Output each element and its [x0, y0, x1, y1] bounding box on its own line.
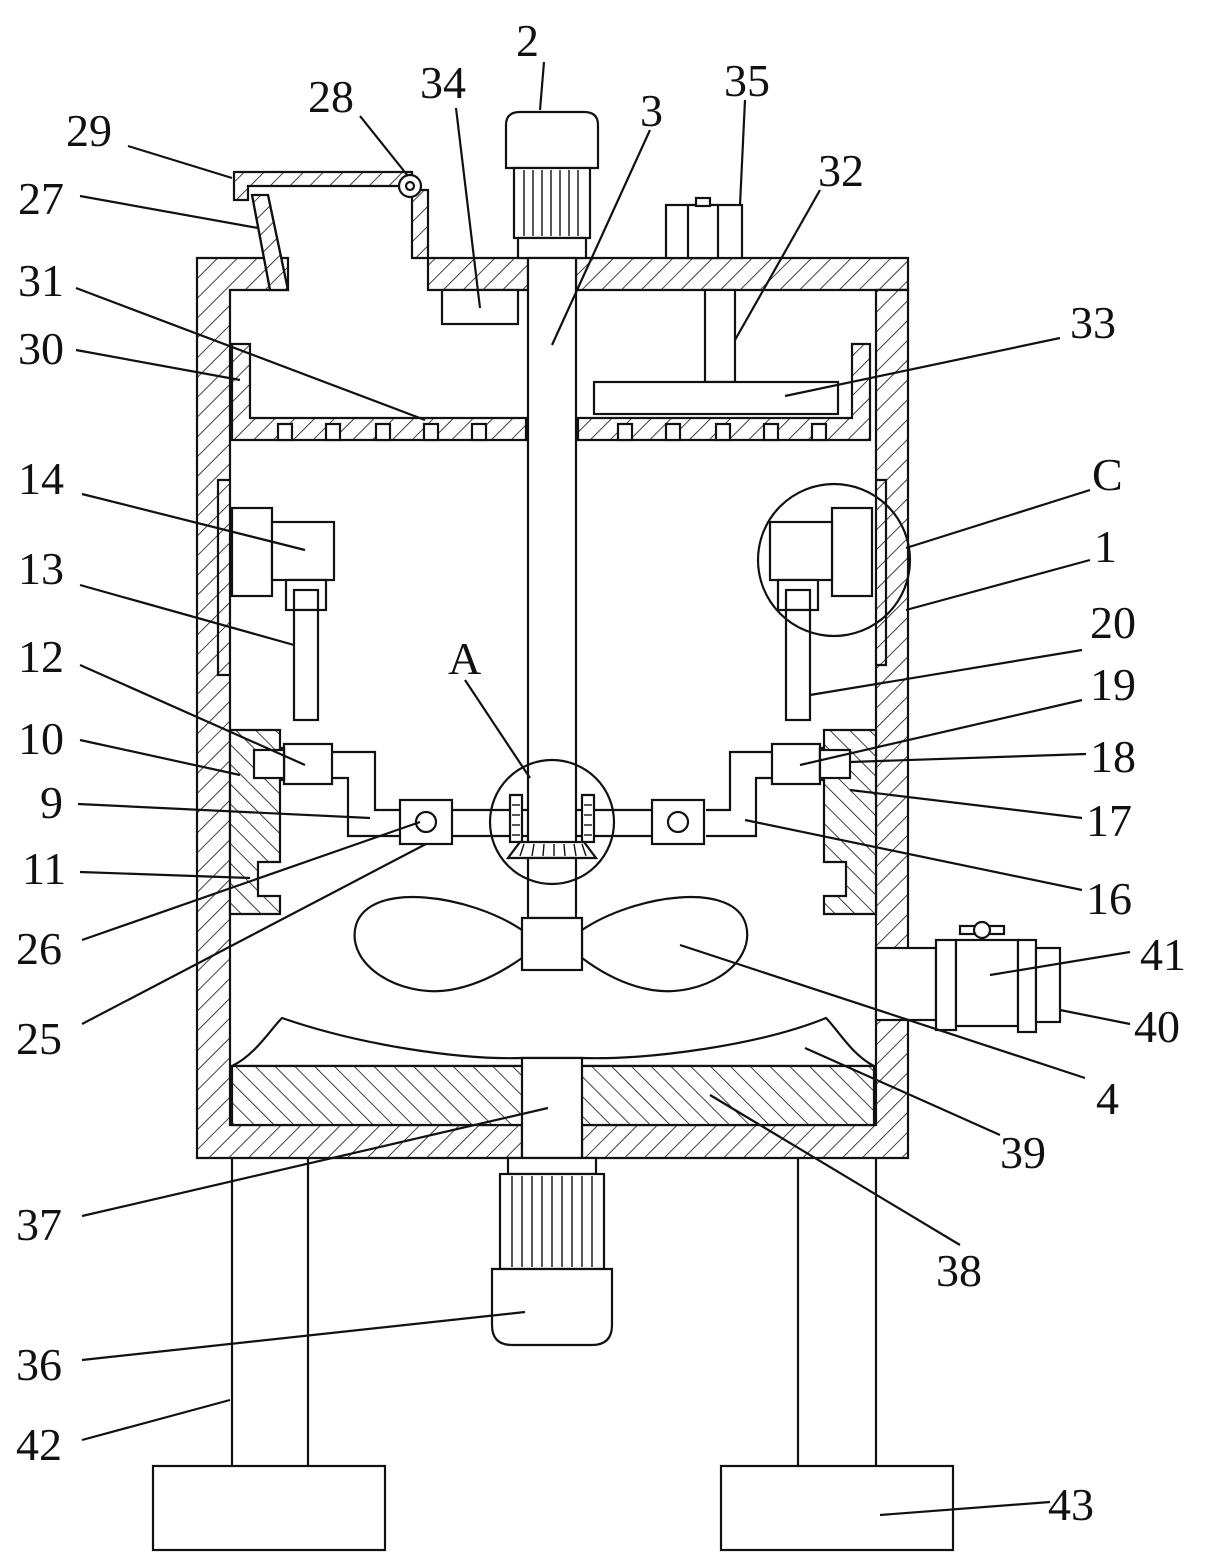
- label-1: 1: [1094, 521, 1117, 572]
- label-16: 16: [1086, 873, 1132, 924]
- label-40: 40: [1134, 1001, 1180, 1052]
- label-34: 34: [420, 57, 466, 108]
- label-19: 19: [1090, 659, 1136, 710]
- sieve-tray: [230, 342, 872, 442]
- bottom-motor: [490, 1156, 614, 1347]
- support-legs: [151, 1158, 955, 1552]
- top-motor: [504, 110, 600, 260]
- top-device: [664, 196, 744, 260]
- label-31: 31: [18, 255, 64, 306]
- leader-lines: [75, 61, 1131, 1517]
- tank-body: [195, 256, 910, 1160]
- label-28: 28: [308, 71, 354, 122]
- label-2: 2: [516, 15, 539, 66]
- rocker-arms: [398, 798, 706, 846]
- label-20: 20: [1090, 597, 1136, 648]
- label-11: 11: [22, 843, 66, 894]
- right-guide-rail: [818, 728, 878, 916]
- label-38: 38: [936, 1245, 982, 1296]
- label-29: 29: [66, 105, 112, 156]
- label-9: 9: [40, 777, 63, 828]
- detail-circle-c: [756, 482, 912, 638]
- feed-hopper: [232, 170, 430, 292]
- label-42: 42: [16, 1419, 62, 1470]
- bevel-gear-set: [505, 793, 599, 860]
- label-33: 33: [1070, 297, 1116, 348]
- label-18: 18: [1090, 731, 1136, 782]
- label-36: 36: [16, 1339, 62, 1390]
- label-10: 10: [18, 713, 64, 764]
- left-cylinder: [230, 506, 400, 838]
- press-assembly: [592, 288, 840, 416]
- label-13: 13: [18, 543, 64, 594]
- label-39: 39: [1000, 1127, 1046, 1178]
- main-shaft: [526, 256, 578, 850]
- label-27: 27: [18, 173, 64, 224]
- left-guide-rail: [228, 728, 286, 916]
- label-a: A: [448, 633, 481, 684]
- label-c: C: [1092, 449, 1123, 500]
- bottom-shaft: [520, 1056, 584, 1160]
- label-14: 14: [18, 453, 64, 504]
- impeller: [353, 896, 749, 993]
- label-30: 30: [18, 323, 64, 374]
- label-37: 37: [16, 1199, 62, 1250]
- label-41: 41: [1140, 929, 1186, 980]
- label-25: 25: [16, 1013, 62, 1064]
- label-26: 26: [16, 923, 62, 974]
- label-43: 43: [1048, 1479, 1094, 1530]
- part-labels: 2 34 28 3 35 29 32 27 31 33 30 C 14 1 13…: [16, 15, 1186, 1530]
- label-12: 12: [18, 631, 64, 682]
- label-35: 35: [724, 55, 770, 106]
- lower-shaft: [526, 856, 578, 920]
- discharge-valve: [874, 920, 1062, 1034]
- label-17: 17: [1086, 795, 1132, 846]
- label-32: 32: [818, 145, 864, 196]
- label-3: 3: [640, 85, 663, 136]
- label-4: 4: [1096, 1073, 1119, 1124]
- detail-circle-a: [488, 758, 616, 886]
